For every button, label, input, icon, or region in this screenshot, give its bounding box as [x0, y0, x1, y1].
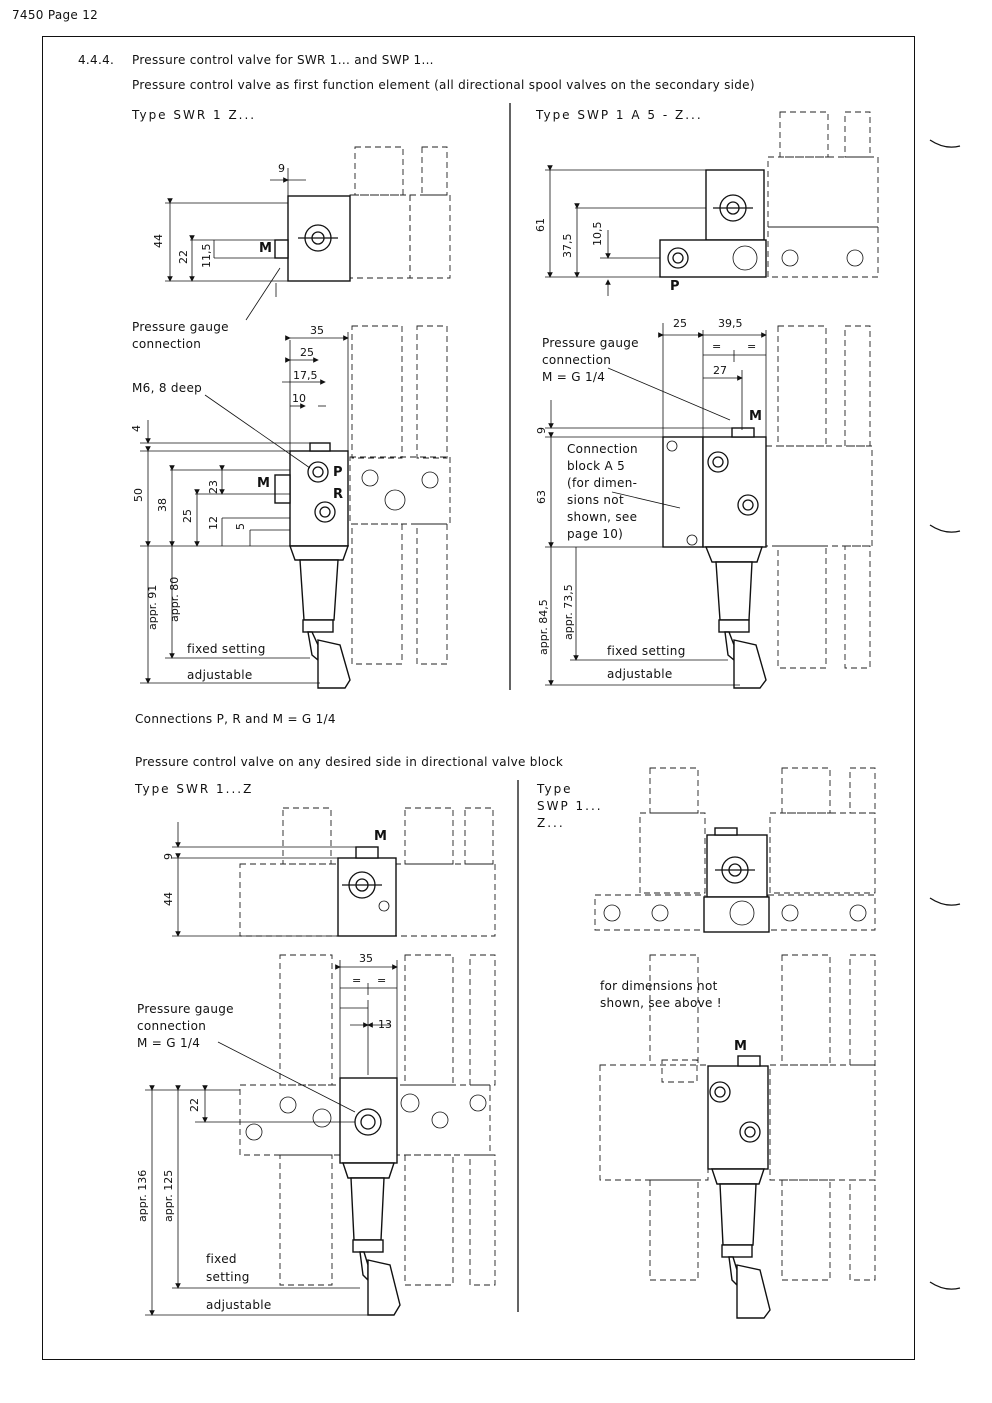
p2-adjustable: adjustable — [206, 1298, 272, 1312]
p2-gauge-label-2: connection — [137, 1019, 207, 1033]
svg-text:44: 44 — [162, 892, 175, 906]
section-title: Pressure control valve for SWR 1... and … — [132, 53, 434, 67]
svg-text:44: 44 — [152, 234, 165, 248]
svg-text:39,5: 39,5 — [718, 317, 743, 330]
svg-text:35: 35 — [359, 952, 373, 965]
left-fixed-setting: fixed setting — [187, 642, 266, 656]
svg-text:appr. 84,5: appr. 84,5 — [537, 599, 550, 655]
svg-text:=: = — [352, 974, 361, 987]
part1-right-type: Type SWP 1 A 5 - Z... — [536, 108, 703, 122]
svg-text:61: 61 — [534, 218, 547, 232]
p2-fixed-1: fixed — [206, 1252, 237, 1266]
right-adjustable: adjustable — [607, 667, 673, 681]
svg-text:27: 27 — [713, 364, 727, 377]
block-label-3: (for dimen- — [567, 476, 638, 490]
p2-gauge-label-3: M = G 1/4 — [137, 1036, 201, 1050]
svg-text:5: 5 — [234, 523, 247, 530]
svg-text:appr. 136: appr. 136 — [136, 1170, 149, 1222]
svg-text:P: P — [333, 465, 343, 480]
svg-text:23: 23 — [207, 480, 220, 494]
svg-text:=: = — [712, 340, 721, 353]
svg-text:appr. 125: appr. 125 — [162, 1170, 175, 1222]
block-label-4: sions not — [567, 493, 624, 507]
svg-text:M: M — [259, 241, 272, 256]
left-gauge-label-2: connection — [132, 337, 202, 351]
left-adjustable: adjustable — [187, 668, 253, 682]
part2-right-type-3: Z... — [537, 816, 565, 830]
svg-text:37,5: 37,5 — [561, 234, 574, 259]
punch-mark-4 — [929, 1281, 961, 1290]
part2-heading: Pressure control valve on any desired si… — [135, 755, 564, 769]
p2-gauge-label-1: Pressure gauge — [137, 1002, 234, 1016]
p2-left-front-view: 35 = = 13 22 appr. 136 appr. 125 — [136, 952, 496, 1316]
svg-text:10,5: 10,5 — [591, 222, 604, 247]
svg-text:11,5: 11,5 — [200, 244, 213, 269]
right-fixed-setting: fixed setting — [607, 644, 686, 658]
svg-text:M: M — [257, 476, 270, 491]
svg-text:M: M — [734, 1039, 747, 1054]
connections-note: Connections P, R and M = G 1/4 — [135, 712, 336, 726]
punch-mark-2 — [929, 524, 961, 533]
punch-mark-3 — [929, 897, 961, 906]
page-frame — [42, 36, 915, 1360]
svg-text:9: 9 — [278, 162, 285, 175]
p2-right-top-view — [594, 767, 876, 933]
p2-fixed-2: setting — [206, 1270, 250, 1284]
svg-text:appr. 80: appr. 80 — [168, 577, 181, 622]
svg-text:M: M — [749, 409, 762, 424]
part2-right-type-1: Type — [537, 782, 573, 796]
svg-text:=: = — [377, 974, 386, 987]
part1-left-type: Type SWR 1 Z... — [132, 108, 257, 122]
block-label-1: Connection — [567, 442, 638, 456]
svg-text:=: = — [747, 340, 756, 353]
part1-heading: Pressure control valve as first function… — [132, 78, 755, 92]
svg-text:35: 35 — [310, 324, 324, 337]
page-header: 7450 Page 12 — [12, 8, 99, 22]
part2-right-type-2: SWP 1... — [537, 799, 603, 813]
svg-text:10: 10 — [292, 392, 306, 405]
punch-mark-1 — [929, 139, 961, 148]
p1-left-top-view: 9 44 22 11,5 M — [152, 146, 451, 321]
svg-text:17,5: 17,5 — [293, 369, 318, 382]
p1-right-top-view: 61 37,5 10,5 P — [534, 111, 879, 296]
svg-text:P: P — [670, 279, 680, 294]
right-gauge-label-3: M = G 1/4 — [542, 370, 606, 384]
block-label-2: block A 5 — [567, 459, 626, 473]
svg-text:M: M — [374, 829, 387, 844]
svg-text:12: 12 — [207, 516, 220, 530]
svg-text:appr. 91: appr. 91 — [146, 585, 159, 630]
section-number: 4.4.4. — [78, 53, 115, 67]
svg-text:9: 9 — [162, 853, 175, 860]
svg-text:38: 38 — [156, 498, 169, 512]
p2-right-front-view: M — [599, 954, 876, 1319]
p2-right-note-1: for dimensions not — [600, 979, 718, 993]
m6-thread-label: M6, 8 deep — [132, 381, 203, 395]
svg-text:25: 25 — [673, 317, 687, 330]
block-label-6: page 10) — [567, 527, 624, 541]
p1-left-front-view: 35 25 17,5 10 4 50 38 23 25 12 5 appr. 9… — [130, 324, 451, 689]
svg-text:25: 25 — [181, 509, 194, 523]
svg-text:25: 25 — [300, 346, 314, 359]
right-gauge-label-1: Pressure gauge — [542, 336, 639, 350]
part2-left-type: Type SWR 1...Z — [135, 782, 254, 796]
svg-text:22: 22 — [188, 1098, 201, 1112]
p2-left-top-view: 9 44 M — [162, 807, 496, 937]
svg-text:50: 50 — [132, 488, 145, 502]
p1-right-front-view: 25 39,5 = = 27 9 63 appr. 84,5 appr. 73,… — [535, 317, 873, 689]
p2-right-note-2: shown, see above ! — [600, 996, 722, 1010]
svg-text:4: 4 — [130, 425, 143, 432]
block-label-5: shown, see — [567, 510, 638, 524]
svg-text:63: 63 — [535, 490, 548, 504]
svg-text:13: 13 — [378, 1018, 392, 1031]
svg-text:appr. 73,5: appr. 73,5 — [562, 584, 575, 640]
left-gauge-label-1: Pressure gauge — [132, 320, 229, 334]
svg-text:22: 22 — [177, 250, 190, 264]
svg-text:R: R — [333, 487, 343, 502]
right-gauge-label-2: connection — [542, 353, 612, 367]
svg-text:9: 9 — [535, 427, 548, 434]
